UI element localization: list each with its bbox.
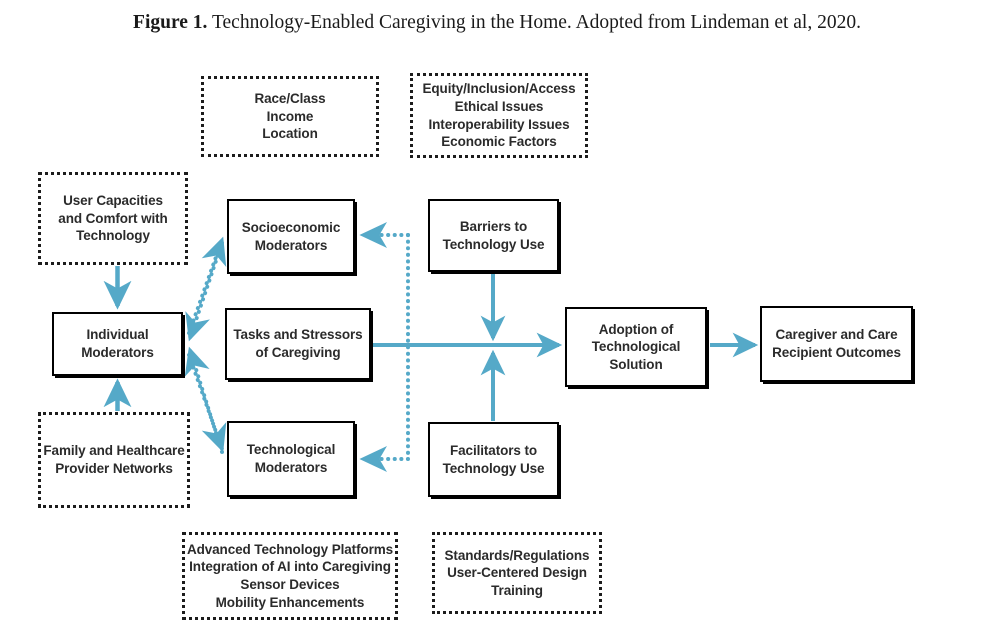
text-line: Moderators (254, 237, 328, 253)
text-line: Training (491, 582, 543, 598)
node-individual-moderators[interactable]: Individual Moderators (52, 312, 183, 376)
text-line: Moderators (81, 345, 154, 360)
figure-caption: Figure 1. Technology-Enabled Caregiving … (0, 10, 994, 36)
text-line: Advanced Technology Platforms (186, 541, 394, 557)
text-line: Provider Networks (55, 461, 173, 476)
figure-label: Figure 1. (133, 12, 208, 33)
diagram-canvas: Race/Class Income Location Equity/Inclus… (0, 50, 994, 641)
node-user-capacities[interactable]: User Capacities and Comfort with Technol… (38, 172, 188, 265)
text-line: Economic Factors (441, 134, 557, 150)
node-socioeconomic-moderators[interactable]: Socioeconomic Moderators (227, 199, 355, 274)
node-tasks-and-stressors[interactable]: Tasks and Stressors of Caregiving (225, 308, 371, 380)
node-tasks-stressors-lines: Tasks and Stressors of Caregiving (227, 326, 368, 361)
node-barriers-to-technology-use[interactable]: Barriers to Technology Use (428, 199, 559, 272)
arrow-individual-to-socioeconomic (187, 236, 227, 335)
text-line: Barriers to (459, 218, 528, 234)
node-caregiver-recipient-outcomes[interactable]: Caregiver and Care Recipient Outcomes (760, 306, 913, 382)
text-line: of Caregiving (255, 345, 341, 360)
node-standards-lines: Standards/Regulations User-Centered Desi… (439, 547, 596, 600)
node-standards-regulations[interactable]: Standards/Regulations User-Centered Desi… (432, 532, 602, 614)
node-family-provider-networks[interactable]: Family and Healthcare Provider Networks (38, 412, 190, 508)
node-technological-moderators-lines: Technological Moderators (241, 441, 341, 476)
text-line: User Capacities (63, 193, 163, 209)
node-facilitators-to-technology-use[interactable]: Facilitators to Technology Use (428, 422, 559, 497)
text-line: Sensor Devices (240, 577, 340, 592)
text-line: User-Centered Design (447, 565, 587, 581)
text-line: Facilitators to (449, 442, 537, 458)
text-line: Adoption of (598, 321, 674, 337)
node-individual-moderators-lines: Individual Moderators (75, 326, 160, 361)
node-adoption-lines: Adoption of Technological Solution (586, 321, 686, 374)
node-adoption-of-technological-solution[interactable]: Adoption of Technological Solution (565, 307, 707, 387)
text-line: Interoperability Issues (428, 116, 570, 132)
text-line: Solution (609, 356, 663, 372)
text-line: Moderators (254, 460, 328, 475)
text-line: and Comfort with (58, 210, 168, 226)
node-facilitators-lines: Facilitators to Technology Use (437, 442, 551, 477)
text-line: Technological (246, 442, 336, 458)
arrow-individual-to-technological (187, 353, 227, 453)
text-line: Family and Healthcare (43, 443, 185, 459)
node-barriers-lines: Barriers to Technology Use (437, 218, 551, 253)
arrow-socioeconomic-to-individual (185, 241, 224, 342)
node-outcomes-lines: Caregiver and Care Recipient Outcomes (766, 326, 907, 361)
text-line: Tasks and Stressors (233, 327, 363, 343)
text-line: Individual (86, 327, 149, 343)
text-line: Equity/Inclusion/Access (422, 81, 576, 97)
node-technological-moderators[interactable]: Technological Moderators (227, 421, 355, 497)
text-line: Ethical Issues (454, 98, 544, 114)
figure-caption-text: Technology-Enabled Caregiving in the Hom… (211, 12, 861, 33)
node-family-networks-lines: Family and Healthcare Provider Networks (37, 442, 190, 477)
arrow-technological-to-individual (184, 346, 224, 454)
text-line: Technology Use (442, 236, 545, 252)
node-user-capacities-lines: User Capacities and Comfort with Technol… (52, 192, 173, 245)
text-line: Standards/Regulations (444, 547, 590, 563)
node-equity-inclusion-access[interactable]: Equity/Inclusion/Access Ethical Issues I… (410, 73, 588, 158)
text-line: Race/Class (254, 91, 326, 107)
node-advanced-technology-platforms[interactable]: Advanced Technology Platforms Integratio… (182, 532, 398, 620)
text-line: Income (266, 108, 314, 124)
node-equity-lines: Equity/Inclusion/Access Ethical Issues I… (417, 80, 582, 150)
text-line: Mobility Enhancements (215, 594, 365, 610)
text-line: Integration of AI into Caregiving (189, 559, 391, 575)
node-advanced-tech-lines: Advanced Technology Platforms Integratio… (181, 541, 399, 611)
text-line: Caregiver and Care (775, 327, 898, 343)
text-line: Recipient Outcomes (772, 345, 901, 360)
text-line: Socioeconomic (241, 219, 341, 235)
text-line: Location (262, 126, 318, 142)
node-race-class-lines: Race/Class Income Location (248, 90, 331, 143)
text-line: Technological (591, 339, 681, 355)
node-race-class[interactable]: Race/Class Income Location (201, 76, 379, 157)
text-line: Technology (76, 228, 150, 244)
node-socioeconomic-moderators-lines: Socioeconomic Moderators (236, 219, 346, 254)
text-line: Technology Use (442, 460, 545, 476)
